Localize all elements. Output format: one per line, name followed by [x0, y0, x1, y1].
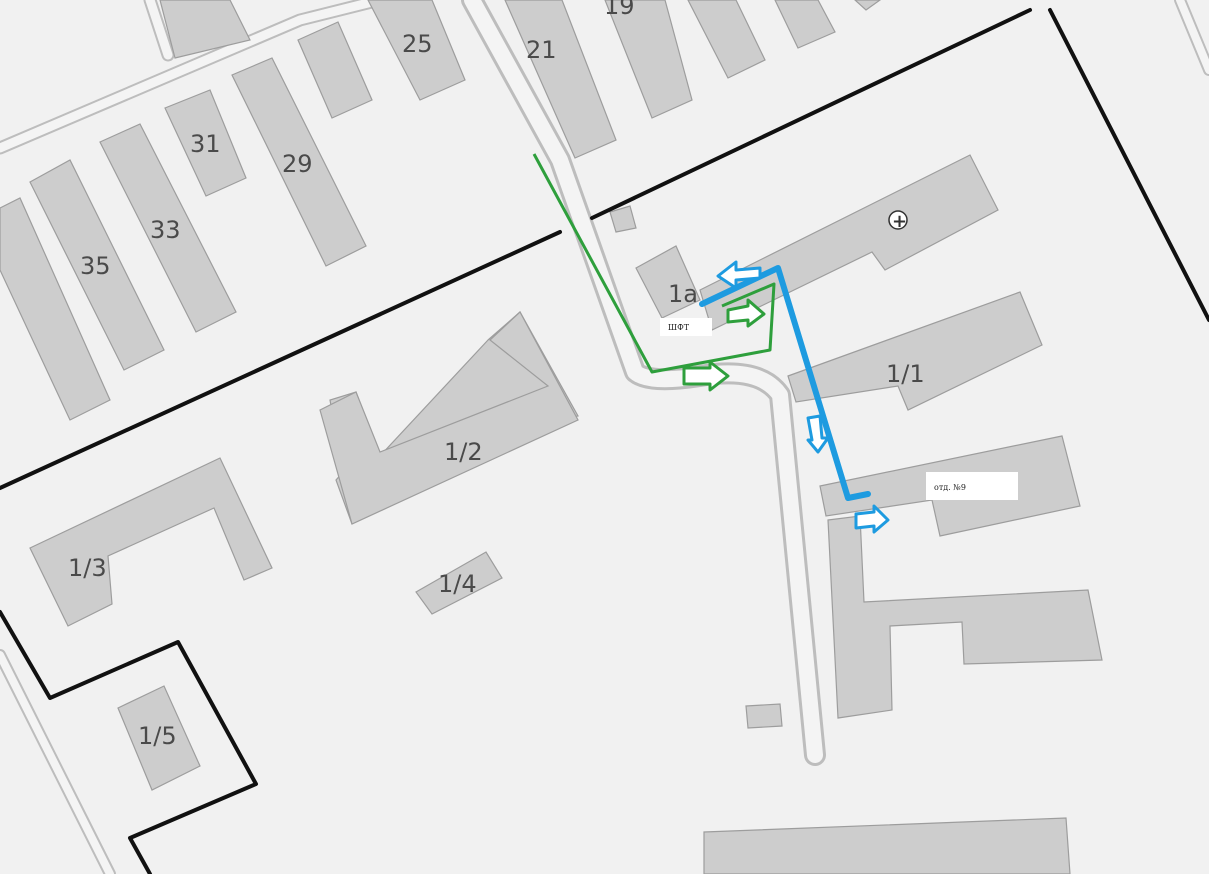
building-bottom-right	[827, 515, 1103, 719]
label-19: 19	[604, 0, 635, 20]
building-21	[504, 0, 617, 159]
label-29: 29	[282, 150, 313, 178]
building-25	[367, 0, 466, 101]
department-note: отд. №9	[926, 472, 1018, 500]
building-35	[29, 159, 165, 371]
boundary-line	[0, 610, 258, 874]
entry-note: ШФТ	[660, 318, 712, 336]
building-bottom	[703, 817, 1071, 874]
label-35: 35	[80, 252, 111, 280]
label-1-2: 1/2	[444, 438, 483, 466]
label-21: 21	[526, 36, 557, 64]
boundary-line	[0, 8, 1032, 490]
building-1-4	[415, 551, 503, 615]
building-labels: 25 21 19 31 29 33 35 1а 1/1 1/2 1/3 1/4 …	[68, 0, 925, 750]
label-31: 31	[190, 130, 221, 158]
building-1-2-outline	[319, 311, 579, 525]
building	[159, 0, 251, 59]
building-1-5	[117, 685, 201, 791]
boundary-line	[1048, 8, 1209, 322]
building	[854, 0, 882, 11]
arrow-right-icon	[854, 504, 890, 534]
building-1a	[635, 245, 701, 319]
label-25: 25	[402, 30, 433, 58]
building	[774, 0, 836, 49]
building-1-3	[29, 457, 273, 627]
building	[0, 197, 111, 421]
building	[297, 21, 373, 119]
building-29	[231, 57, 367, 267]
blue-route	[699, 260, 890, 534]
blue-route-line	[699, 265, 871, 501]
building-small	[609, 205, 637, 233]
arrow-right-icon	[682, 360, 730, 392]
label-33: 33	[150, 216, 181, 244]
arrow-left-icon	[716, 260, 762, 290]
green-route	[532, 153, 776, 392]
building-19	[604, 0, 693, 119]
entry-label: ШФТ	[668, 323, 690, 332]
arrow-down-icon	[806, 414, 830, 454]
label-1a: 1а	[668, 280, 698, 308]
buildings	[0, 0, 1103, 874]
label-1-3: 1/3	[68, 554, 107, 582]
label-1-5: 1/5	[138, 722, 177, 750]
building-33	[99, 123, 237, 333]
building-small	[745, 703, 783, 729]
building	[687, 0, 766, 79]
label-1-1: 1/1	[886, 360, 925, 388]
cross-icon: +	[888, 210, 908, 232]
arrow-right-icon	[726, 298, 766, 328]
label-1-4: 1/4	[438, 570, 477, 598]
building-31	[164, 89, 247, 197]
boundaries	[0, 8, 1209, 874]
building-1-1	[787, 291, 1043, 411]
svg-text:+: +	[892, 211, 907, 232]
green-route-line	[532, 153, 776, 374]
department-label: отд. №9	[934, 483, 966, 492]
